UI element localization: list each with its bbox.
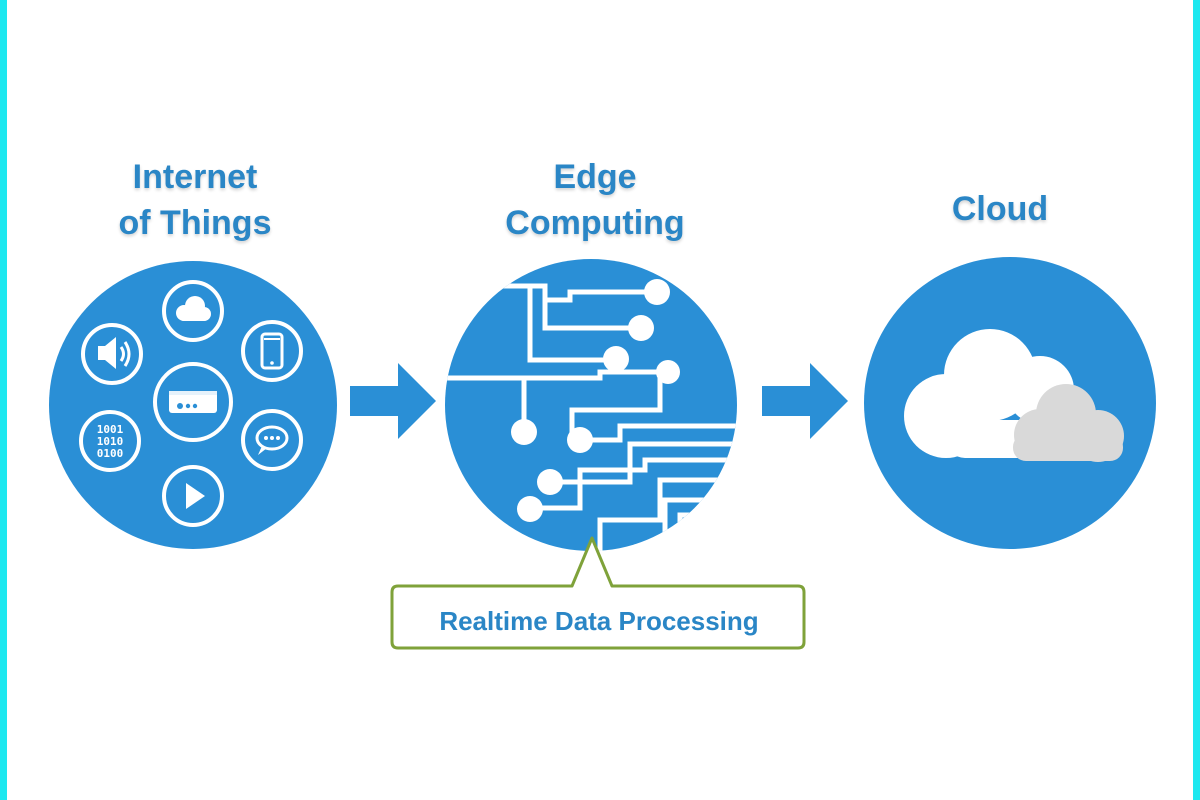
iot-node: 1001 1010 0100 <box>49 261 337 549</box>
edge-node <box>445 259 737 551</box>
play-icon <box>162 465 224 527</box>
cloud-node <box>864 257 1156 549</box>
arrow-right-icon <box>350 363 436 439</box>
cloud-icon <box>162 280 224 342</box>
speaker-icon <box>81 323 143 385</box>
circuit-nodes <box>511 279 680 522</box>
binary-line-3: 0100 <box>97 447 124 460</box>
callout-box <box>390 536 806 650</box>
binary-data-icon: 1001 1010 0100 <box>79 410 141 472</box>
binary-line-2: 1010 <box>97 435 124 448</box>
gray-cloud-icon <box>1013 384 1124 462</box>
binary-line-1: 1001 <box>97 423 124 436</box>
chat-bubble-icon <box>241 409 303 471</box>
smartphone-icon <box>241 320 303 382</box>
arrow-right-icon <box>762 363 848 439</box>
router-icon <box>153 362 233 442</box>
cloud-label: Cloud <box>951 190 1049 228</box>
edge-circle <box>445 259 737 551</box>
callout-label: Realtime Data Processing <box>439 606 759 636</box>
